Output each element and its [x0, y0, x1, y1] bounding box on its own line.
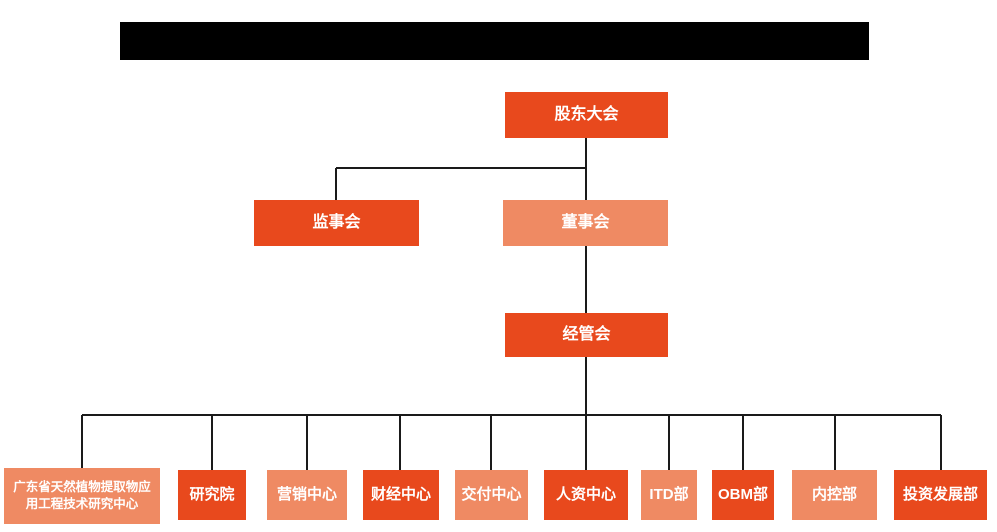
- node-supervisory-board: 监事会: [254, 200, 419, 246]
- node-dept-hr-center: 人资中心: [544, 470, 628, 520]
- node-dept-internal-control: 内控部: [792, 470, 877, 520]
- node-board-of-directors: 董事会: [503, 200, 668, 246]
- node-dept-finance-center: 财经中心: [363, 470, 439, 520]
- node-dept-research-center: 广东省天然植物提取物应用工程技术研究中心: [4, 468, 160, 524]
- node-dept-investment-development: 投资发展部: [894, 470, 987, 520]
- node-management-committee: 经管会: [505, 313, 668, 357]
- redacted-title-bar: [120, 22, 869, 60]
- node-dept-delivery-center: 交付中心: [455, 470, 528, 520]
- node-dept-obm: OBM部: [712, 470, 774, 520]
- node-dept-marketing-center: 营销中心: [267, 470, 347, 520]
- node-dept-research-institute: 研究院: [178, 470, 246, 520]
- node-dept-itd: ITD部: [641, 470, 697, 520]
- node-shareholders-meeting: 股东大会: [505, 92, 668, 138]
